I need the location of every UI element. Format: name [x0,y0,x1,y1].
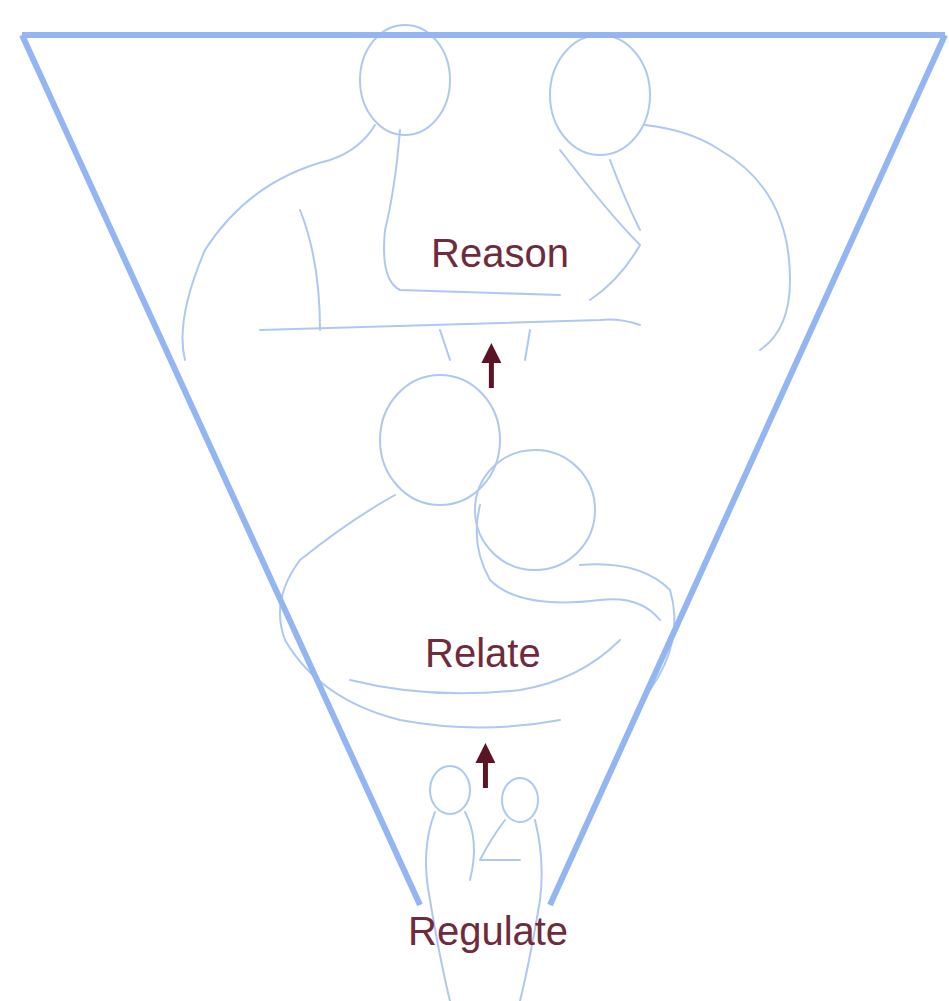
upward-arrow [483,748,488,788]
upward-arrow [489,348,494,388]
stage-label: Reason [423,230,577,346]
stage-name: Regulate [408,908,568,954]
stage-label: Regulate [400,790,576,964]
stage-name: Reason [431,230,569,276]
stage-label: Relate [417,390,549,746]
stage-name: Relate [425,630,541,676]
